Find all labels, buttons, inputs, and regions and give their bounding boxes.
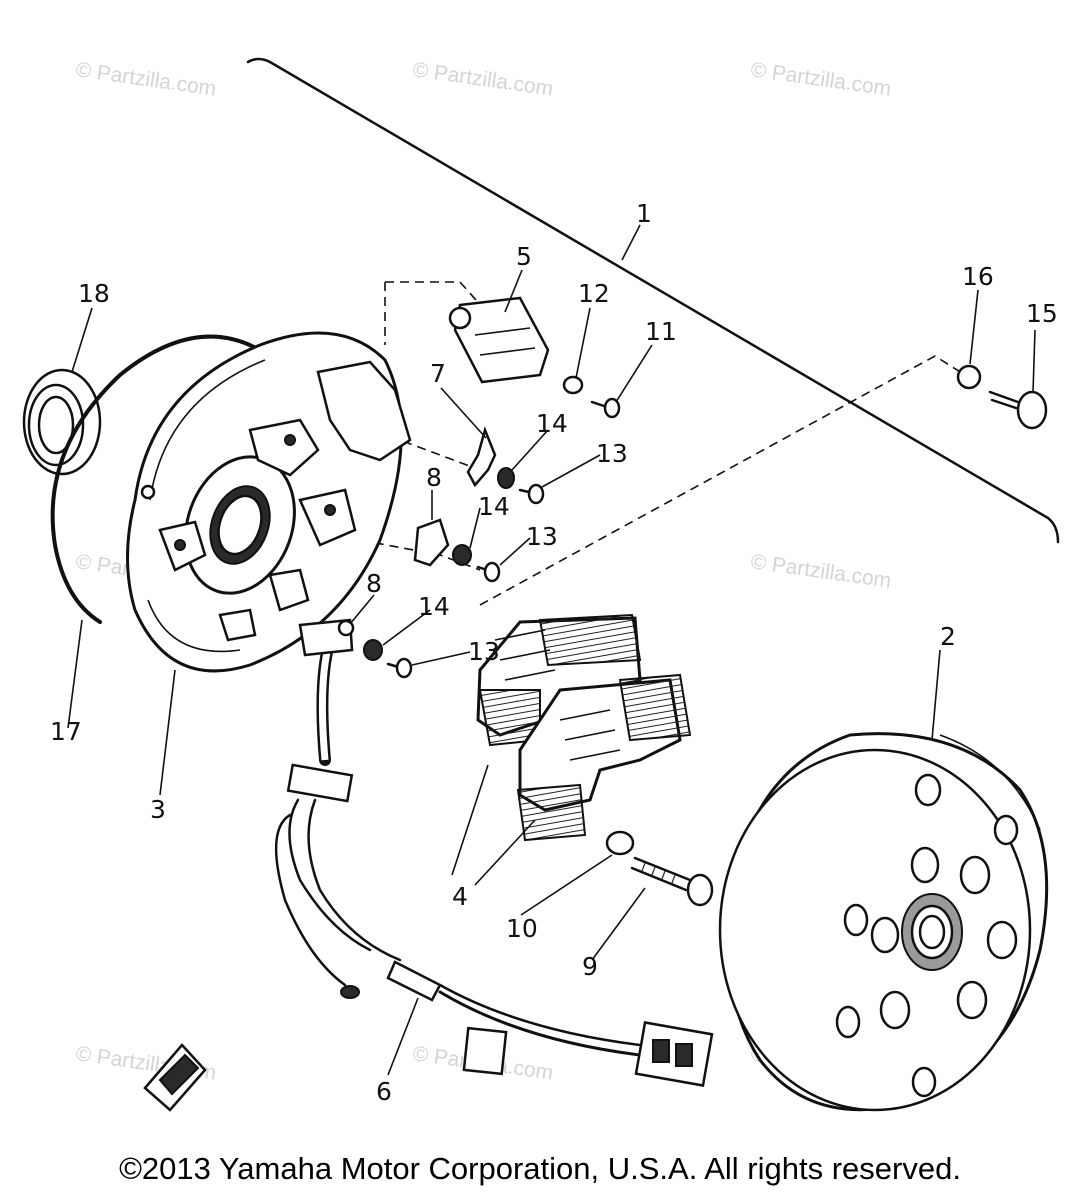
screw-13	[476, 561, 501, 583]
washer-12	[562, 375, 584, 395]
callout-5: 5	[516, 242, 532, 271]
callout-9: 9	[582, 952, 598, 981]
stator-base-3	[126, 331, 412, 673]
callout-2: 2	[940, 622, 956, 651]
clip-8	[413, 518, 450, 567]
callout-13: 13	[596, 439, 628, 468]
washer-16	[956, 364, 982, 390]
screw-13	[518, 483, 545, 505]
callout-3: 3	[150, 795, 166, 824]
callout-16: 16	[962, 262, 994, 291]
callout-8: 8	[426, 463, 442, 492]
screw-15	[988, 390, 1048, 430]
copyright-notice: ©2013 Yamaha Motor Corporation, U.S.A. A…	[119, 1151, 961, 1186]
leader-lines	[67, 224, 1036, 1076]
callout-7: 7	[430, 359, 446, 388]
watermark: © Partzilla.com	[411, 58, 554, 100]
label-tag	[143, 1043, 207, 1112]
watermark: © Partzilla.com	[749, 550, 892, 592]
screw-13	[386, 657, 413, 679]
washer-14	[452, 544, 472, 566]
callout-12: 12	[578, 279, 610, 308]
callout-4: 4	[452, 882, 468, 911]
callout-13b: 13	[526, 522, 558, 551]
callout-13c: 13	[468, 637, 500, 666]
contact-breaker-5	[448, 296, 550, 384]
stator-coils-4	[476, 613, 692, 842]
callout-1: 1	[636, 199, 652, 228]
assembly-bracket-line	[246, 57, 1060, 544]
screw-11	[590, 397, 621, 419]
callout-18: 18	[78, 279, 110, 308]
watermark: © Partzilla.com	[74, 58, 217, 100]
callout-10: 10	[506, 914, 538, 943]
callout-8b: 8	[366, 569, 382, 598]
washer-14	[497, 467, 515, 489]
callout-labels: 1 2 3 4 5 6 7 8 8 9 10 11 12 13 13 13 14…	[50, 199, 1058, 1106]
callout-11: 11	[645, 317, 677, 346]
washer-14	[363, 639, 383, 661]
flywheel-rotor-2	[718, 732, 1049, 1112]
callout-14: 14	[536, 409, 568, 438]
o-ring-17	[50, 334, 270, 624]
callout-15: 15	[1026, 299, 1058, 328]
watermark: © Partzilla.com	[749, 58, 892, 100]
bolt-9	[630, 856, 714, 907]
callout-6: 6	[376, 1077, 392, 1106]
wire-harness-6	[274, 618, 714, 1087]
callout-14b: 14	[478, 492, 510, 521]
washer-10	[605, 830, 635, 856]
callout-17: 17	[50, 717, 82, 746]
callout-14c: 14	[418, 592, 450, 621]
bracket-7	[466, 426, 497, 488]
clip-8	[337, 619, 355, 637]
